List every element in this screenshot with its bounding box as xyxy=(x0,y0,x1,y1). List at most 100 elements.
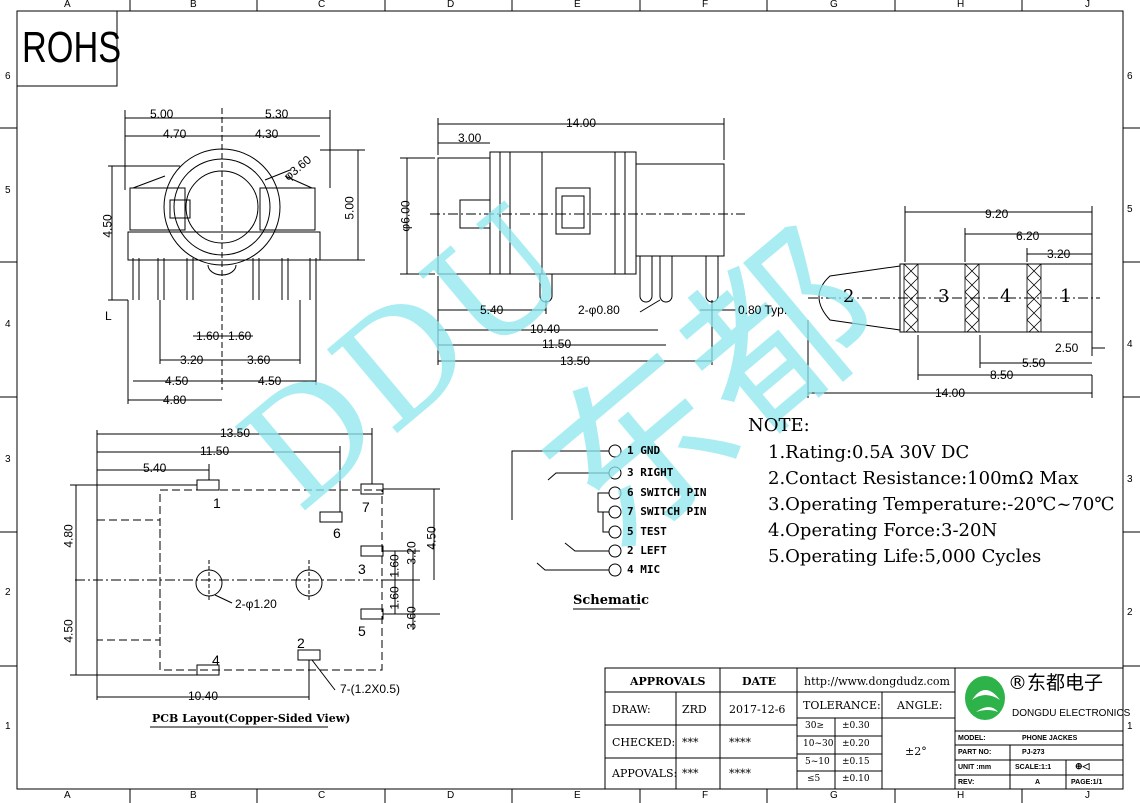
sch-pin-6-switch: 6 SWITCH PIN xyxy=(627,486,707,499)
dim-front-320: 3.20 xyxy=(180,353,204,367)
pcb-pin-1: 1 xyxy=(213,495,221,511)
dim-side-phi600: φ6.00 xyxy=(398,200,413,232)
plug-segment-2: 2 xyxy=(843,286,855,307)
dim-pcb-360: 3.60 xyxy=(404,606,419,630)
grid-col-a: A xyxy=(64,0,71,10)
dim-front-450b: 4.50 xyxy=(258,374,282,388)
plug-segment-1: 1 xyxy=(1060,286,1072,307)
front-l-label: L xyxy=(105,309,112,323)
pcb-view xyxy=(70,428,440,700)
sch-pin-4-mic: 4 MIC xyxy=(627,563,661,576)
dim-front-160a: 1.60 xyxy=(196,329,220,343)
dim-front-530: 5.30 xyxy=(265,107,289,121)
grid-col-e-bottom: E xyxy=(574,790,581,801)
dim-pcb-540: 5.40 xyxy=(143,461,167,475)
grid-row-6-right: 6 xyxy=(1127,71,1133,82)
dim-pcb-320: 3.20 xyxy=(404,541,419,565)
dim-front-500v: 5.00 xyxy=(342,196,357,220)
dongdu-logo xyxy=(965,676,1005,720)
pcb-pin-4: 4 xyxy=(212,652,220,668)
tb-scale: SCALE:1:1 xyxy=(1015,764,1052,771)
grid-row-1: 1 xyxy=(5,721,11,732)
grid-col-f: F xyxy=(702,0,709,10)
tb-model-label: MODEL: xyxy=(958,735,986,742)
pcb-caption: PCB Layout(Copper-Sided View) xyxy=(152,712,351,725)
dim-pcb-1150: 11.50 xyxy=(200,444,230,458)
pcb-pin-6: 6 xyxy=(333,525,341,541)
dim-side-300: 3.00 xyxy=(458,131,482,145)
tb-part-value: PJ-273 xyxy=(1022,749,1045,756)
tb-rev-label: REV: xyxy=(958,779,975,786)
rohs-box xyxy=(16,10,118,87)
dim-pcb-450l: 4.50 xyxy=(61,619,76,643)
dim-plug-620: 6.20 xyxy=(1016,229,1040,243)
dim-plug-320: 3.20 xyxy=(1047,247,1071,261)
dim-plug-920: 9.20 xyxy=(985,207,1009,221)
grid-col-e: E xyxy=(574,0,581,10)
tb-tol-val-2: ±0.20 xyxy=(842,739,870,749)
dim-side-540: 5.40 xyxy=(480,303,504,317)
tb-angle-label: ANGLE: xyxy=(897,699,943,712)
pcb-pin-5: 5 xyxy=(358,623,366,639)
sch-pin-2-left: 2 LEFT xyxy=(627,544,667,557)
grid-col-a-bottom: A xyxy=(64,790,71,801)
dim-side-1150: 11.50 xyxy=(542,337,572,351)
grid-row-4: 4 xyxy=(5,319,11,330)
grid-col-c: C xyxy=(318,0,326,10)
grid-col-h: H xyxy=(957,0,965,10)
dim-plug-250: 2.50 xyxy=(1055,341,1079,355)
dim-front-360: 3.60 xyxy=(247,353,271,367)
tb-model-value: PHONE JACKES xyxy=(1022,735,1078,742)
grid-col-g: G xyxy=(830,0,838,10)
tb-tol-val-1: ±0.30 xyxy=(842,721,870,731)
tb-draw-label: DRAW: xyxy=(612,703,651,716)
grid-row-4-right: 4 xyxy=(1127,339,1133,350)
tb-tol-val-3: ±0.15 xyxy=(842,757,870,767)
dim-front-450v: 4.50 xyxy=(100,214,115,238)
sch-pin-7-switch: 7 SWITCH PIN xyxy=(627,505,707,518)
grid-col-d-bottom: D xyxy=(447,790,455,801)
note-4: 4.Operating Force:3-20N xyxy=(768,520,998,541)
grid-row-2: 2 xyxy=(5,587,11,598)
dim-side-2phi080: 2-φ0.80 xyxy=(578,303,620,317)
sch-pin-1-gnd: 1 GND xyxy=(627,444,661,457)
grid-col-b-bottom: B xyxy=(190,790,197,801)
sch-pin-5-test: 5 TEST xyxy=(627,525,667,538)
dim-front-160b: 1.60 xyxy=(228,329,252,343)
note-1: 1.Rating:0.5A 30V DC xyxy=(768,442,970,463)
dim-front-430: 4.30 xyxy=(255,127,279,141)
dim-side-080typ: 0.80 Typ. xyxy=(738,303,788,317)
tb-rev-value: A xyxy=(1035,779,1041,786)
sheet-border xyxy=(16,10,1124,790)
schematic-caption: Schematic xyxy=(573,593,650,608)
grid-row-2-right: 2 xyxy=(1127,607,1133,618)
tb-tol-range-1: 30≥ xyxy=(805,721,824,731)
grid-col-j: J xyxy=(1085,0,1090,10)
tb-appovals-name: *** xyxy=(682,767,699,780)
notes-title: NOTE: xyxy=(748,415,810,436)
grid-col-b: B xyxy=(190,0,197,10)
grid-row-6: 6 xyxy=(5,71,11,82)
tb-approvals-header: APPROVALS xyxy=(630,675,706,688)
tb-tol-val-4: ±0.10 xyxy=(842,774,870,784)
tb-appovals-date: **** xyxy=(729,767,751,780)
grid-col-c-bottom: C xyxy=(318,790,326,801)
plug-view xyxy=(807,206,1105,398)
grid-row-5-right: 5 xyxy=(1127,204,1133,215)
grid-col-j-bottom: J xyxy=(1085,790,1090,801)
tb-checked-date: **** xyxy=(729,736,751,749)
plug-segment-4: 4 xyxy=(1000,286,1012,307)
pcb-pin-7: 7 xyxy=(362,499,370,515)
dim-front-450a: 4.50 xyxy=(165,374,189,388)
dim-pcb-160a: 1.60 xyxy=(387,554,402,578)
brand-en: DONGDU ELECTRONICS xyxy=(1012,708,1131,719)
sch-pin-3-right: 3 RIGHT xyxy=(627,466,674,479)
pcb-pin-3: 3 xyxy=(358,561,366,577)
dim-plug-1400: 14.00 xyxy=(935,386,966,400)
dim-pcb-480: 4.80 xyxy=(61,524,76,548)
tb-page: PAGE:1/1 xyxy=(1071,779,1103,786)
dim-side-1350: 13.50 xyxy=(560,354,591,368)
grid-row-5: 5 xyxy=(5,185,11,196)
